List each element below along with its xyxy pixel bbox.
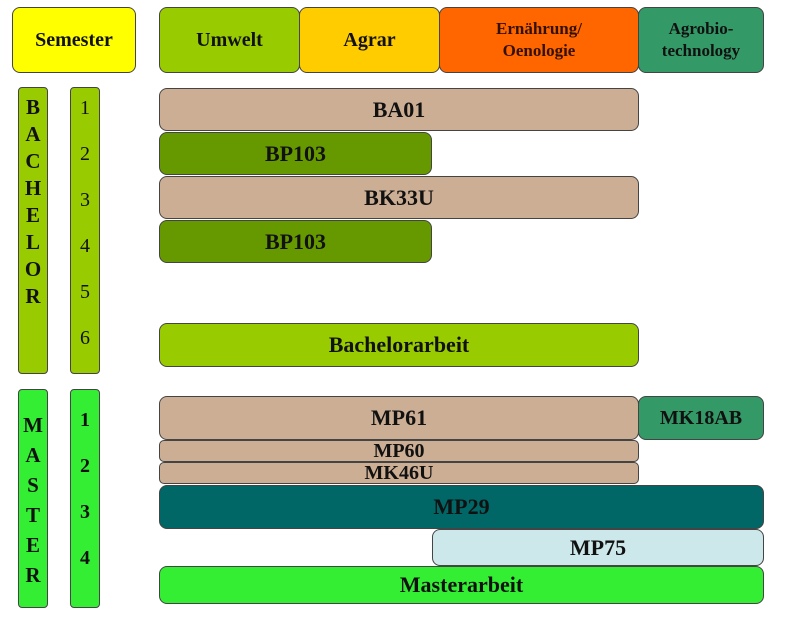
header-agrobio-line1: Agrobio- bbox=[668, 18, 734, 38]
module-mp60: MP60 bbox=[159, 440, 639, 462]
master-label: M A S T E R bbox=[18, 389, 48, 608]
header-ernaehrung-line1: Ernährung/ bbox=[496, 18, 582, 38]
bachelor-letter: B bbox=[25, 95, 40, 119]
bachelor-label: B A C H E L O R bbox=[18, 87, 48, 374]
master-letter: A bbox=[25, 443, 41, 467]
module-bachelorarbeit-label: Bachelorarbeit bbox=[328, 332, 470, 357]
bachelor-letter: L bbox=[25, 230, 40, 254]
bachelor-semester-number: 2 bbox=[80, 143, 90, 165]
header-ernaehrung-line2: Oenologie bbox=[502, 41, 576, 60]
bachelor-letter: E bbox=[25, 203, 40, 227]
module-mk46u: MK46U bbox=[159, 462, 639, 484]
module-mk46u-label: MK46U bbox=[364, 462, 434, 484]
module-mp60-label: MP60 bbox=[373, 440, 425, 462]
module-mp75: MP75 bbox=[432, 529, 764, 566]
master-semester-number: 3 bbox=[80, 501, 90, 523]
master-letter: E bbox=[25, 533, 40, 557]
module-ba01-label: BA01 bbox=[372, 96, 426, 122]
bachelor-semester-number: 3 bbox=[80, 189, 90, 211]
master-letter: M bbox=[23, 413, 43, 437]
bachelor-letter: R bbox=[25, 284, 41, 308]
bachelor-semester-number: 1 bbox=[80, 97, 90, 119]
header-agrobio-line2: technology bbox=[661, 41, 741, 60]
bachelor-semester-number: 4 bbox=[80, 235, 90, 257]
module-mp29-label: MP29 bbox=[433, 494, 490, 519]
bachelor-semesters: 1 2 3 4 5 6 bbox=[70, 87, 100, 374]
module-ba01: BA01 bbox=[159, 88, 639, 131]
bachelor-semester-number: 5 bbox=[80, 281, 90, 303]
module-bp103-second: BP103 bbox=[159, 220, 432, 263]
module-bk33u-label: BK33U bbox=[364, 184, 434, 210]
module-mp75-label: MP75 bbox=[569, 534, 627, 560]
module-bp103-first-label: BP103 bbox=[264, 140, 327, 166]
master-letter: S bbox=[27, 473, 39, 497]
module-bachelorarbeit: Bachelorarbeit bbox=[159, 323, 639, 367]
header-umwelt: Umwelt bbox=[159, 7, 300, 73]
master-letter: R bbox=[25, 563, 41, 587]
header-semester-label: Semester bbox=[35, 28, 113, 51]
module-mp61: MP61 bbox=[159, 396, 639, 440]
header-ernaehrung: Ernährung/ Oenologie bbox=[439, 7, 639, 73]
module-mp29: MP29 bbox=[159, 485, 764, 529]
master-semesters: 1 2 3 4 bbox=[70, 389, 100, 608]
bachelor-letter: C bbox=[25, 149, 41, 173]
header-agrar: Agrar bbox=[299, 7, 440, 73]
module-masterarbeit-label: Masterarbeit bbox=[399, 572, 524, 597]
module-bp103-first: BP103 bbox=[159, 132, 432, 175]
master-semester-number: 4 bbox=[80, 547, 90, 569]
module-mk18ab: MK18AB bbox=[638, 396, 764, 440]
bachelor-semester-number: 6 bbox=[80, 327, 90, 349]
header-semester: Semester bbox=[12, 7, 136, 73]
master-semester-number: 2 bbox=[80, 455, 90, 477]
module-mp61-label: MP61 bbox=[370, 405, 428, 430]
module-bp103-second-label: BP103 bbox=[264, 228, 327, 254]
header-agrar-label: Agrar bbox=[343, 28, 396, 51]
module-bk33u: BK33U bbox=[159, 176, 639, 219]
bachelor-letter: A bbox=[25, 122, 41, 146]
header-umwelt-label: Umwelt bbox=[196, 28, 263, 51]
module-mk18ab-label: MK18AB bbox=[659, 406, 743, 429]
master-letter: T bbox=[25, 503, 40, 527]
master-semester-number: 1 bbox=[80, 409, 90, 431]
bachelor-letter: O bbox=[24, 257, 42, 281]
module-masterarbeit: Masterarbeit bbox=[159, 566, 764, 604]
bachelor-letter: H bbox=[24, 176, 42, 200]
header-agrobio: Agrobio- technology bbox=[638, 7, 764, 73]
